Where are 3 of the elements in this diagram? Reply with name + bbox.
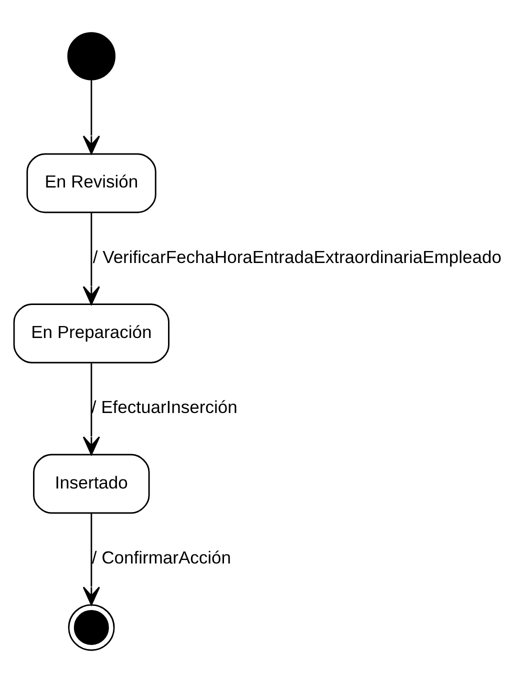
edge-label: / EfectuarInserción <box>91 396 238 417</box>
edge-label: / VerificarFechaHoraEntradaExtraordinariaEmpleado <box>92 246 502 266</box>
edge-label: / ConfirmarAcción <box>92 546 231 567</box>
